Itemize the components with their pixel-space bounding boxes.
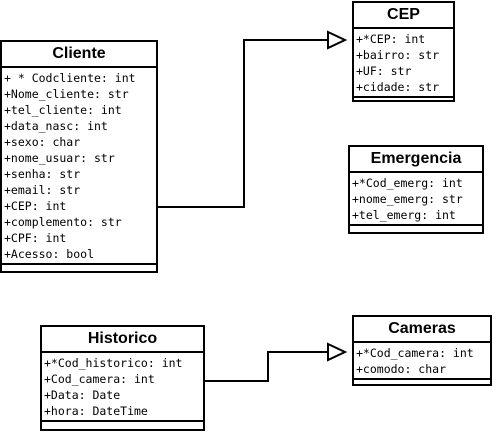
arrowhead-cep [327,30,348,50]
attribute: +Data: Date [44,388,121,402]
attribute: +comodo: char [356,362,447,376]
attribute: + * Codcliente: int [4,71,136,85]
class-title-cep: CEP [354,3,453,29]
attribute: +*Cod_emerg: int [352,176,463,190]
attribute: +Cod_camera: int [44,372,155,386]
attribute: +email: str [4,183,81,197]
class-cameras: Cameras +*Cod_camera: int +comodo: char [352,315,492,386]
class-title-historico: Historico [42,327,203,353]
operations-cameras [354,380,490,386]
attribute: +CPF: int [4,231,67,245]
association-cliente-cep [158,39,328,208]
attribute: +Nome_cliente: str [4,87,129,101]
class-title-cameras: Cameras [354,317,490,343]
operations-emergencia [350,226,482,232]
operations-cep [354,98,453,104]
class-title-emergencia: Emergencia [350,147,482,173]
attribute: +UF: str [356,64,412,78]
attribute: +CEP: int [4,199,67,213]
attribute: +data_nasc: int [4,119,108,133]
class-title-cliente: Cliente [2,42,156,68]
class-emergencia: Emergencia +*Cod_emerg: int +nome_emerg:… [348,145,484,234]
attributes-emergencia: +*Cod_emerg: int +nome_emerg: str +tel_e… [350,173,482,226]
attribute: +bairro: str [356,48,440,62]
operations-historico [42,422,203,428]
attribute: +cidade: str [356,80,440,94]
attributes-historico: +*Cod_historico: int +Cod_camera: int +D… [42,353,203,422]
association-historico-cameras [205,351,328,382]
attribute: +*Cod_historico: int [44,356,183,370]
operations-cliente [2,265,156,271]
attribute: +*Cod_camera: int [356,346,474,360]
attributes-cameras: +*Cod_camera: int +comodo: char [354,343,490,380]
attribute: +sexo: char [4,135,81,149]
attribute: +senha: str [4,167,81,181]
class-cep: CEP +*CEP: int +bairro: str +UF: str +ci… [352,1,455,102]
arrowhead-cameras [327,342,348,362]
attribute: +nome_usuar: str [4,151,115,165]
attribute: +*CEP: int [356,32,426,46]
attribute: +hora: DateTime [44,404,148,418]
class-cliente: Cliente + * Codcliente: int +Nome_client… [0,40,158,273]
attribute: +tel_cliente: int [4,103,122,117]
class-historico: Historico +*Cod_historico: int +Cod_came… [40,325,205,431]
attribute: +tel_emerg: int [352,208,456,222]
attribute: +complemento: str [4,215,122,229]
attributes-cep: +*CEP: int +bairro: str +UF: str +cidade… [354,29,453,98]
attribute: +nome_emerg: str [352,192,463,206]
attribute: +Acesso: bool [4,247,95,261]
attributes-cliente: + * Codcliente: int +Nome_cliente: str +… [2,68,156,265]
